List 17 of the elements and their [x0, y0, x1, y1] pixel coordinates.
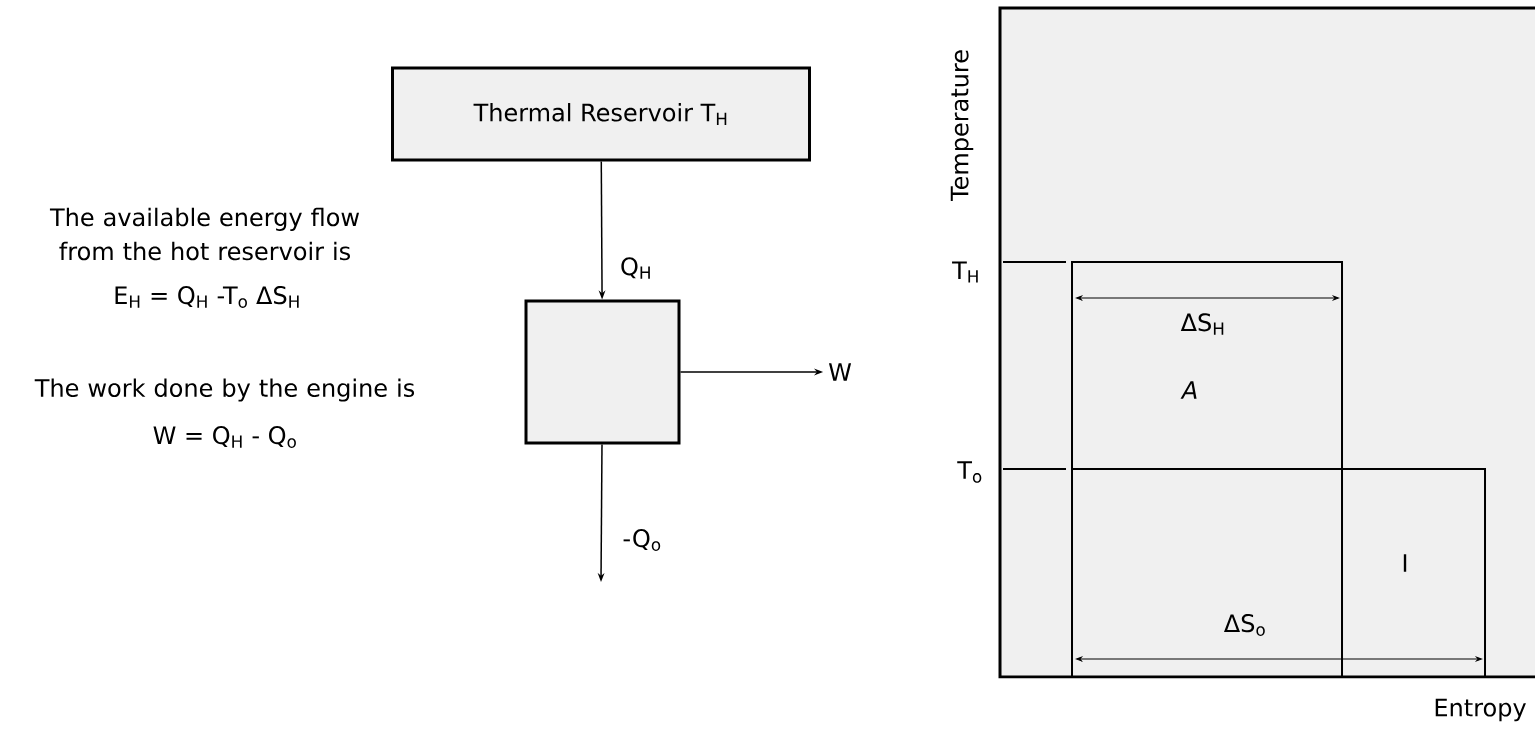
equation-text: W = Q$_{H}$ - Q$_{o}$: [153, 426, 296, 448]
axis-label: Entropy: [1435, 698, 1526, 722]
description-text: The available energy flow from the hot reservoir is: [49, 207, 360, 261]
reservoir-box: Thermal Reservoir T$_{H}$: [391, 66, 811, 162]
output-label: W: [828, 363, 852, 381]
edge-label: Q$_{H}$: [621, 257, 650, 279]
tick-label: T$_{H}$: [952, 261, 978, 283]
equation-text: E$_{H}$ = Q$_{H}$ -T$_{o}$ ΔS$_{H}$: [115, 286, 299, 308]
description-text: The work done by the engine is: [34, 378, 415, 402]
edge-label: -Q$_{o}$: [623, 529, 661, 551]
engine-box: [524, 299, 681, 445]
region-label: A: [1180, 381, 1197, 399]
region-label: I: [1403, 554, 1407, 572]
axis-label: Temperature: [950, 50, 974, 202]
dimension-label: ΔS$_{o}$: [1224, 614, 1265, 636]
dimension-label: ΔS$_{H}$: [1180, 313, 1224, 335]
tick-label: T$_{o}$: [957, 461, 982, 483]
